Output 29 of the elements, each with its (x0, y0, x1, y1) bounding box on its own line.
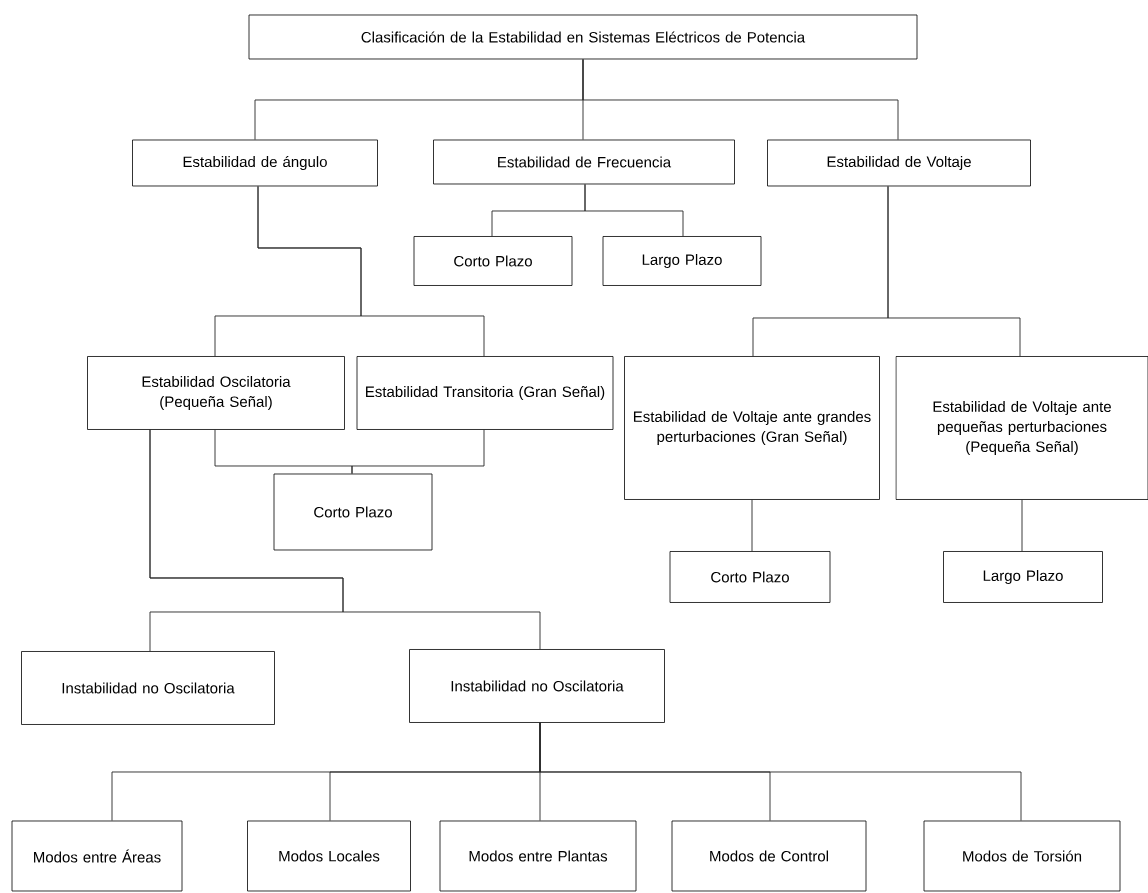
box: Largo Plazo (943, 551, 1103, 603)
box: Instabilidad no Oscilatoria (409, 649, 665, 723)
connector-line (751, 499, 753, 552)
box: Estabilidad Oscilatoria (Pequeña Señal) (87, 356, 345, 430)
box: Estabilidad de Voltaje (767, 139, 1031, 187)
box: Modos Locales (247, 820, 411, 892)
connector-line (1021, 499, 1023, 552)
box: Clasificación de la Estabilidad en Sistemas Eléctricos de Potencia (248, 14, 918, 60)
connector-line (539, 722, 1022, 822)
connector-line (149, 429, 541, 650)
box: Largo Plazo (602, 236, 762, 286)
box: Corto Plazo (273, 473, 433, 551)
connector-line (257, 185, 485, 357)
box: Estabilidad de Voltaje ante grandes perturbaciones (Gran Señal) (624, 356, 880, 500)
box: Modos de Control (671, 820, 867, 892)
box: Instabilidad no Oscilatoria (21, 651, 275, 725)
box: Modos de Torsión (923, 820, 1121, 892)
box: Estabilidad de Frecuencia (433, 139, 735, 185)
box: Estabilidad de ángulo (132, 139, 378, 187)
box: Estabilidad Transitoria (Gran Señal) (356, 356, 614, 430)
box: Corto Plazo (669, 551, 831, 603)
connector-line (584, 183, 684, 237)
box: Modos entre Áreas (11, 820, 183, 892)
box: Modos entre Plantas (439, 820, 637, 892)
connector-line (351, 429, 485, 475)
connector-line (582, 58, 899, 141)
connector-line (887, 185, 1021, 357)
box: Estabilidad de Voltaje ante pequeñas perturbaciones (Pequeña Señal) (895, 356, 1148, 500)
box: Corto Plazo (413, 236, 573, 286)
